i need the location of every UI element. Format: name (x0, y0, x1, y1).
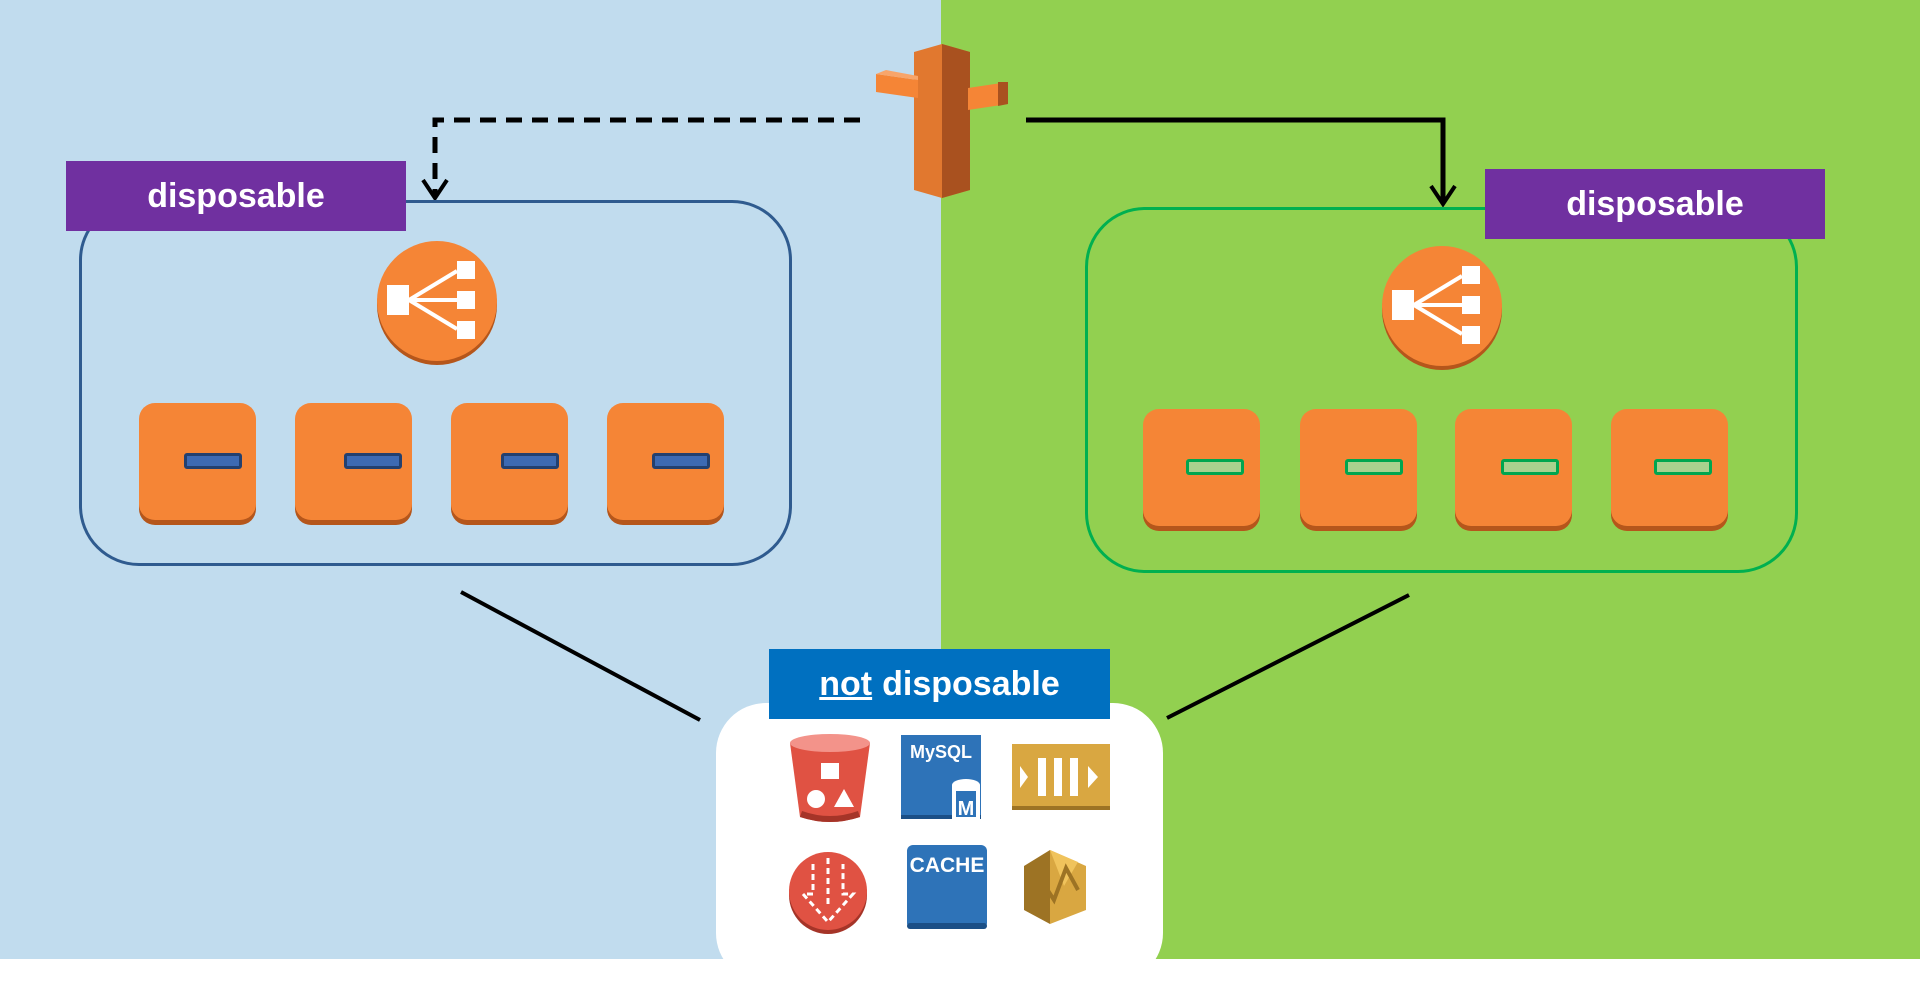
left-disposable-label: disposable (66, 161, 406, 231)
blue-environment-group (79, 200, 792, 566)
dashed-route-arrow (432, 117, 860, 195)
load-balancer-icon (377, 241, 497, 365)
left-connector-line (460, 590, 701, 722)
ec2-instance-icon (139, 403, 256, 520)
rds-mysql-icon: MySQL M (901, 735, 981, 820)
ec2-instance-icon (451, 403, 568, 520)
simpledb-icon (1024, 850, 1086, 924)
disposable-word: disposable (882, 664, 1060, 703)
s3-bucket-icon (790, 734, 870, 822)
ec2-instance-icon (1611, 409, 1728, 526)
ec2-instance-icon (1143, 409, 1260, 526)
ec2-instance-icon (295, 403, 412, 520)
route53-signpost-icon (876, 44, 1008, 198)
sqs-queue-icon (1012, 744, 1110, 810)
not-word: not (819, 664, 873, 703)
not-disposable-label: not disposable (769, 649, 1110, 719)
ec2-instance-icon (607, 403, 724, 520)
solid-arrowhead (1429, 184, 1457, 208)
right-disposable-label: disposable (1485, 169, 1825, 239)
mysql-text: MySQL (910, 742, 972, 762)
dashed-arrowhead (421, 178, 449, 202)
mysql-badge-text: M (958, 798, 975, 820)
dynamodb-icon (789, 852, 867, 934)
connector-lines (421, 117, 1457, 722)
right-connector-line (1166, 593, 1410, 720)
ec2-instance-icon (1455, 409, 1572, 526)
ec2-instance-icon (1300, 409, 1417, 526)
load-balancer-icon (1382, 246, 1502, 370)
cache-text: CACHE (910, 854, 985, 877)
solid-route-arrow (1026, 117, 1446, 202)
elasticache-icon: CACHE (907, 845, 987, 929)
green-environment-group (1085, 207, 1798, 573)
